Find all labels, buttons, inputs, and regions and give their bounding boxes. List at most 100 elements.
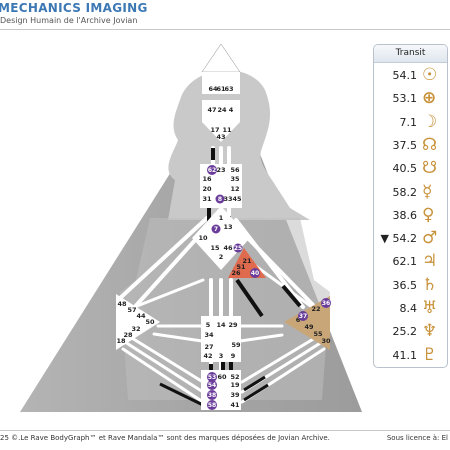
gate-label: 56: [230, 166, 240, 174]
gate-label: 51: [236, 263, 246, 271]
gate-label: 53: [208, 374, 216, 381]
gate-label: 11: [222, 126, 232, 134]
transit-value: 36.5: [392, 278, 418, 292]
gate-label: 25: [234, 245, 242, 252]
channels: [116, 114, 326, 404]
gate-label: 14: [216, 321, 226, 329]
gate-label: 10: [198, 234, 208, 242]
gate-label: 44: [136, 312, 146, 320]
gate-marker: [215, 194, 225, 204]
gate-label: 42: [203, 352, 212, 360]
transit-row: 40.5 ☋: [374, 157, 447, 181]
transit-row: 37.5☊: [374, 134, 447, 158]
transit-value: 8.4: [399, 302, 418, 315]
gate-label: 35: [230, 175, 240, 183]
transit-value: 7.1: [399, 115, 418, 129]
gate-label: 57: [127, 306, 136, 314]
transit-value: 41.1: [392, 348, 418, 362]
gate-label: 36: [322, 300, 330, 307]
gate-label: 12: [230, 185, 239, 193]
pluto-icon: ♇: [422, 344, 438, 365]
sacral-center[interactable]: [201, 316, 241, 362]
activated-channels: [159, 148, 302, 407]
mars-icon: ♂: [422, 228, 438, 249]
copyright-text: 25 ©.Le Rave BodyGraph™ et Rave Mandala™…: [0, 434, 330, 442]
transit-row: ▼ 54.2 ♂: [374, 227, 447, 251]
gate-marker: [207, 400, 217, 410]
jupiter-icon: ♃: [422, 251, 438, 272]
transit-panel: Transit 54.1☉53.1⊕7.1☽37.5☊40.5☋58.2☿38.…: [373, 44, 448, 368]
gate-label: 16: [202, 175, 212, 183]
gate-label: 46: [223, 244, 233, 252]
gate-label: 49: [304, 323, 314, 331]
transit-value: 25.2: [392, 325, 418, 339]
gate-label: 7: [214, 226, 218, 233]
gate-marker: [207, 380, 217, 390]
head-center[interactable]: [201, 43, 241, 73]
gate-marker: [207, 165, 217, 175]
transit-value: 38.6: [392, 208, 418, 222]
gate-label: 59: [231, 341, 241, 349]
gate-marker: [207, 372, 217, 382]
gate-label: 50: [145, 318, 155, 326]
transit-value: 58.2: [392, 185, 418, 199]
gate-label: 22: [311, 305, 320, 313]
g-center[interactable]: [192, 206, 250, 270]
gate-label: 55: [313, 330, 323, 338]
gate-label: 32: [131, 325, 140, 333]
app-header: MECHANICS IMAGING Design Humain de l'Arc…: [0, 0, 450, 28]
transit-row: 41.1 ♇: [374, 344, 447, 367]
gate-label: 5: [206, 321, 211, 329]
transit-row: 53.1⊕: [374, 87, 447, 111]
gate-label: 52: [230, 373, 239, 381]
earth-icon: ⊕: [422, 88, 437, 109]
mercury-icon: ☿: [422, 181, 433, 202]
header-divider: [0, 29, 450, 30]
gate-label: 45: [232, 195, 242, 203]
gate-label: 6: [296, 316, 301, 324]
gate-label: 54: [208, 382, 216, 389]
gate-label: 24: [217, 106, 227, 114]
transit-row: 25.2♆: [374, 320, 447, 344]
footer-divider: [0, 430, 450, 431]
gate-label: 8: [218, 196, 222, 203]
brand-subtitle: Design Humain de l'Archive Jovian: [0, 16, 138, 25]
gate-label: 58: [208, 402, 216, 409]
gate-label: 63: [224, 85, 233, 93]
transit-row: 8.4♅: [374, 297, 447, 321]
gate-marker: [298, 311, 308, 321]
transit-value: ▼ 54.2: [380, 232, 417, 246]
gate-label: 23: [216, 166, 225, 174]
license-text: Sous licence à: El: [386, 434, 448, 442]
gate-label: 17: [210, 126, 219, 134]
saturn-icon: ♄: [422, 274, 438, 295]
gate-label: 37: [299, 313, 307, 320]
ajna-center-point[interactable]: [202, 122, 240, 142]
gate-label: 3: [219, 352, 224, 360]
gate-label: 28: [123, 331, 133, 339]
gate-label: 30: [321, 337, 331, 345]
gate-label: 9: [231, 352, 236, 360]
gate-label: 19: [230, 381, 240, 389]
transit-value: 62.1: [392, 255, 418, 269]
moon-icon: ☽: [422, 111, 438, 132]
head-center-base[interactable]: [202, 72, 240, 94]
transit-row: 54.1☉: [374, 64, 447, 88]
transit-value: 40.5: [392, 162, 418, 176]
transit-row: 36.5 ♄: [374, 274, 447, 298]
gate-marker: [207, 390, 217, 400]
transit-value: 37.5: [392, 138, 418, 152]
gate-label: 2: [219, 253, 224, 261]
ajna-center[interactable]: [202, 100, 240, 122]
gate-marker: [233, 243, 243, 253]
south-node-icon: ☋: [422, 158, 438, 179]
bodygraph-chart: 64 61 63 47 24 4 17 11 43 23 56 16 35 20…: [20, 43, 362, 412]
gate-label: 15: [210, 244, 220, 252]
gate-label: 13: [223, 223, 232, 231]
gate-label: 41: [230, 401, 240, 409]
gate-label: 48: [117, 300, 127, 308]
solar-plexus-center[interactable]: [284, 296, 330, 350]
gate-label: 21: [242, 257, 252, 265]
transit-value: 54.1: [392, 69, 418, 82]
spleen-center[interactable]: [116, 294, 160, 350]
